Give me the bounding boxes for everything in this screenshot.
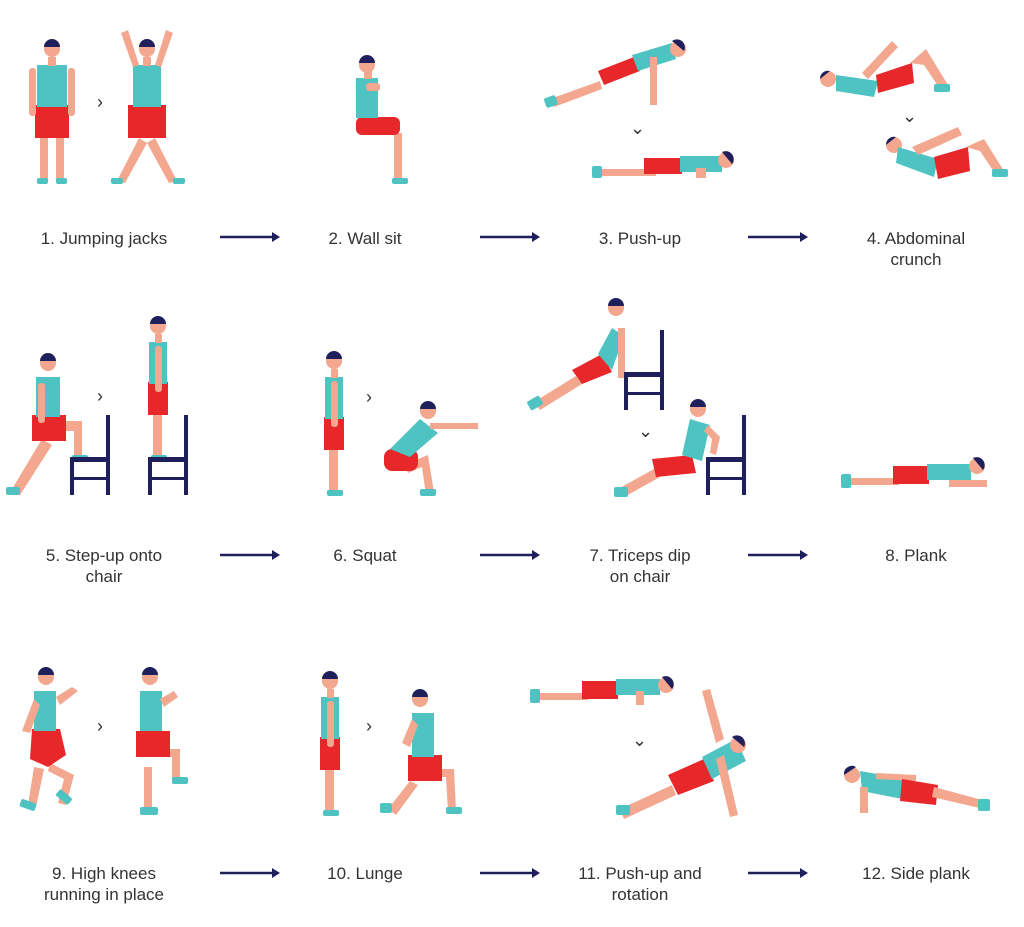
step-label-6: 6. Squat: [333, 546, 397, 565]
chevron-down-icon: ⌄: [630, 118, 646, 138]
step-label-11: 11. Push-up and rotation: [578, 864, 702, 904]
step-label-5: 5. Step-up onto chair: [45, 546, 163, 586]
step-label-7: 7. Triceps dip on chair: [589, 546, 691, 586]
step-label-2: 2. Wall sit: [328, 229, 402, 248]
arrow-right-icon: [480, 868, 540, 878]
arrow-right-icon: [748, 868, 808, 878]
arrow-right-icon: [480, 232, 540, 242]
arrow-right-icon: [480, 550, 540, 560]
arrow-right-icon: [220, 232, 280, 242]
arrow-right-icon: [220, 550, 280, 560]
arrow-right-icon: [220, 868, 280, 878]
step-label-8: 8. Plank: [885, 546, 947, 565]
chevron-right-icon: ›: [97, 716, 103, 736]
arrow-right-icon: [748, 232, 808, 242]
chevron-down-icon: ⌄: [902, 106, 918, 126]
step-label-4: 4. Abdominal crunch: [866, 229, 966, 269]
chevron-right-icon: ›: [97, 92, 103, 112]
step-label-9: 9. High knees running in place: [43, 864, 165, 904]
step-label-10: 10. Lunge: [327, 864, 403, 883]
chevron-right-icon: ›: [366, 716, 372, 736]
step-label-12: 12. Side plank: [862, 864, 970, 883]
arrow-right-icon: [748, 550, 808, 560]
chevron-right-icon: ›: [366, 387, 372, 407]
chevron-right-icon: ›: [97, 386, 103, 406]
chevron-down-icon: ⌄: [632, 730, 648, 750]
chevron-down-icon: ⌄: [638, 421, 654, 441]
step-label-3: 3. Push-up: [598, 229, 682, 248]
step-label-1: 1. Jumping jacks: [40, 229, 168, 248]
